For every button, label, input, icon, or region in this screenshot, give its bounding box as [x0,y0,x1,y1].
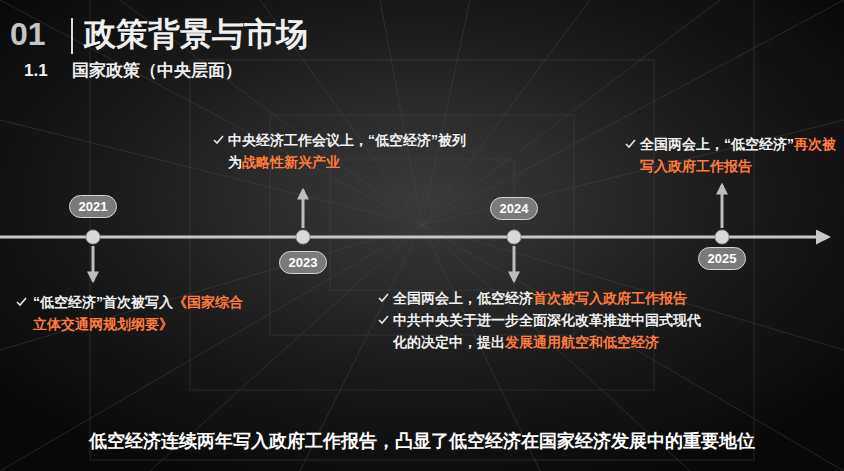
timeline-dot [296,230,310,244]
pointer-arrow [302,190,305,228]
summary-caption: 低空经济连续两年写入政府工作报告，凸显了低空经济在国家经济发展中的重要地位 [0,427,844,455]
subsection-title: 国家政策（中央层面） [72,60,242,81]
check-mark [17,298,26,305]
event-description: 中共中央关于进一步全面深化改革推进中国式现代化的决定中，提出发展通用航空和低空经… [393,309,705,353]
event-text: “低空经济”首次被写入 [33,294,173,310]
title-divider [71,18,73,54]
event-description: 全国两会上，低空经济首次被写入政府工作报告 [393,287,723,309]
event-description: “低空经济”首次被写入《国家综合立体交通网规划纲要》 [33,291,245,335]
year-label: 2024 [500,201,529,216]
pointer-arrow [513,246,516,281]
year-label: 2021 [79,199,108,214]
timeline-axis [0,236,828,239]
year-pill: 2024 [490,197,538,220]
year-label: 2023 [289,255,318,270]
timeline-dot [507,230,521,244]
year-pill: 2025 [698,247,746,270]
year-label: 2025 [708,251,737,266]
timeline-dot [86,230,100,244]
event-description: 全国两会上，“低空经济”再次被写入政府工作报告 [640,133,836,177]
subsection-number: 1.1 [24,60,48,81]
year-pill: 2021 [69,195,117,218]
pointer-arrow [92,246,95,281]
section-number: 01 [10,14,46,54]
event-text: 全国两会上，低空经济 [393,290,533,306]
check-mark [379,316,388,323]
highlight-text: 发展通用航空和低空经济 [505,334,659,350]
year-pill: 2023 [279,251,327,274]
highlight-text: 首次被写入政府工作报告 [533,290,687,306]
check-mark [214,136,223,143]
check-mark [626,140,635,147]
pointer-arrow [721,185,724,228]
check-mark [379,294,388,301]
timeline-dot [715,230,729,244]
slide-title: 政策背景与市场 [84,14,308,54]
event-description: 中央经济工作会议上，“低空经济”被列为战略性新兴产业 [228,129,468,173]
event-text: 全国两会上，“低空经济” [640,136,794,152]
highlight-text: 战略性新兴产业 [242,154,340,170]
